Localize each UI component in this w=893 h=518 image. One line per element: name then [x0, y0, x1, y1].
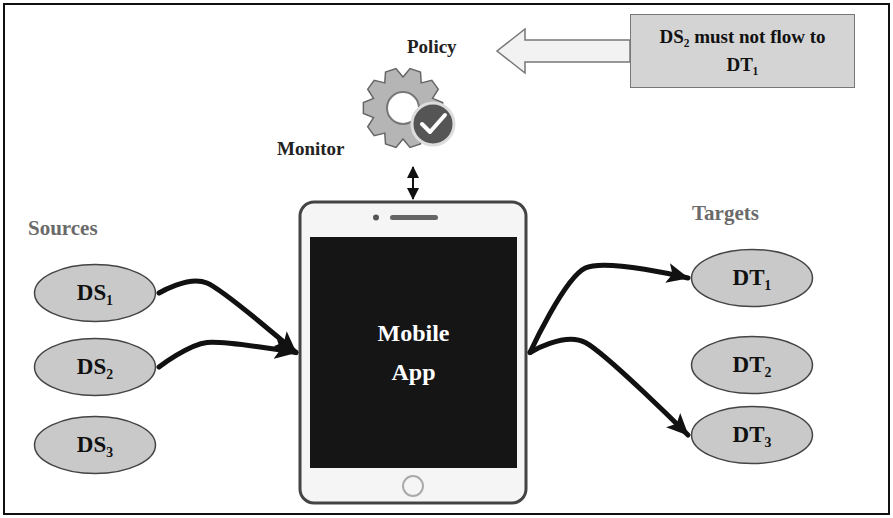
flow-arrow [159, 342, 296, 367]
group-heading: Targets [692, 201, 759, 226]
flow-arrow [530, 339, 688, 435]
check-mark [422, 115, 445, 132]
data-ellipse: DT₁ [690, 248, 814, 308]
data-label: DS₁ [77, 280, 113, 306]
monitor-icon: PolicyMonitor [275, 32, 495, 166]
data-label: DS₂ [77, 354, 113, 380]
data-label: DT₃ [733, 422, 772, 448]
data-label: DT₁ [733, 265, 772, 291]
ellipse [35, 417, 156, 474]
data-ellipse: DS₃ [33, 415, 157, 475]
app-label: Mobile App [364, 314, 464, 391]
ellipse [35, 339, 156, 396]
mobile-phone: Mobile App [298, 200, 528, 505]
policy-text: DS₂ must not flow to DT₁ [658, 23, 828, 78]
flow-arrow [530, 265, 688, 352]
outer-border [4, 4, 889, 514]
data-label: DS₃ [77, 432, 113, 458]
flow-arrow [497, 29, 630, 73]
monitor-label: Monitor [277, 138, 345, 160]
data-ellipse: DS₁ [33, 263, 157, 323]
ellipse [35, 265, 156, 322]
ellipse [692, 250, 813, 307]
data-ellipse: DS₂ [33, 337, 157, 397]
screen-area: Mobile App [310, 237, 517, 468]
home-button [403, 476, 423, 496]
check-badge [412, 103, 454, 145]
data-ellipse: DT₃ [690, 405, 814, 465]
group-heading: Sources [28, 216, 98, 241]
ellipse [692, 337, 813, 394]
flow-arrow [412, 167, 414, 199]
phone-outline [298, 200, 528, 505]
data-label: DT₂ [733, 352, 772, 378]
camera [373, 215, 379, 221]
policy-label: Policy [407, 36, 457, 58]
ellipse [692, 407, 813, 464]
policy-callout: DS₂ must not flow to DT₁ [630, 14, 855, 88]
phone-body [300, 202, 526, 503]
phone-screen [310, 237, 517, 468]
speaker [390, 215, 438, 220]
data-ellipse: DT₂ [690, 335, 814, 395]
